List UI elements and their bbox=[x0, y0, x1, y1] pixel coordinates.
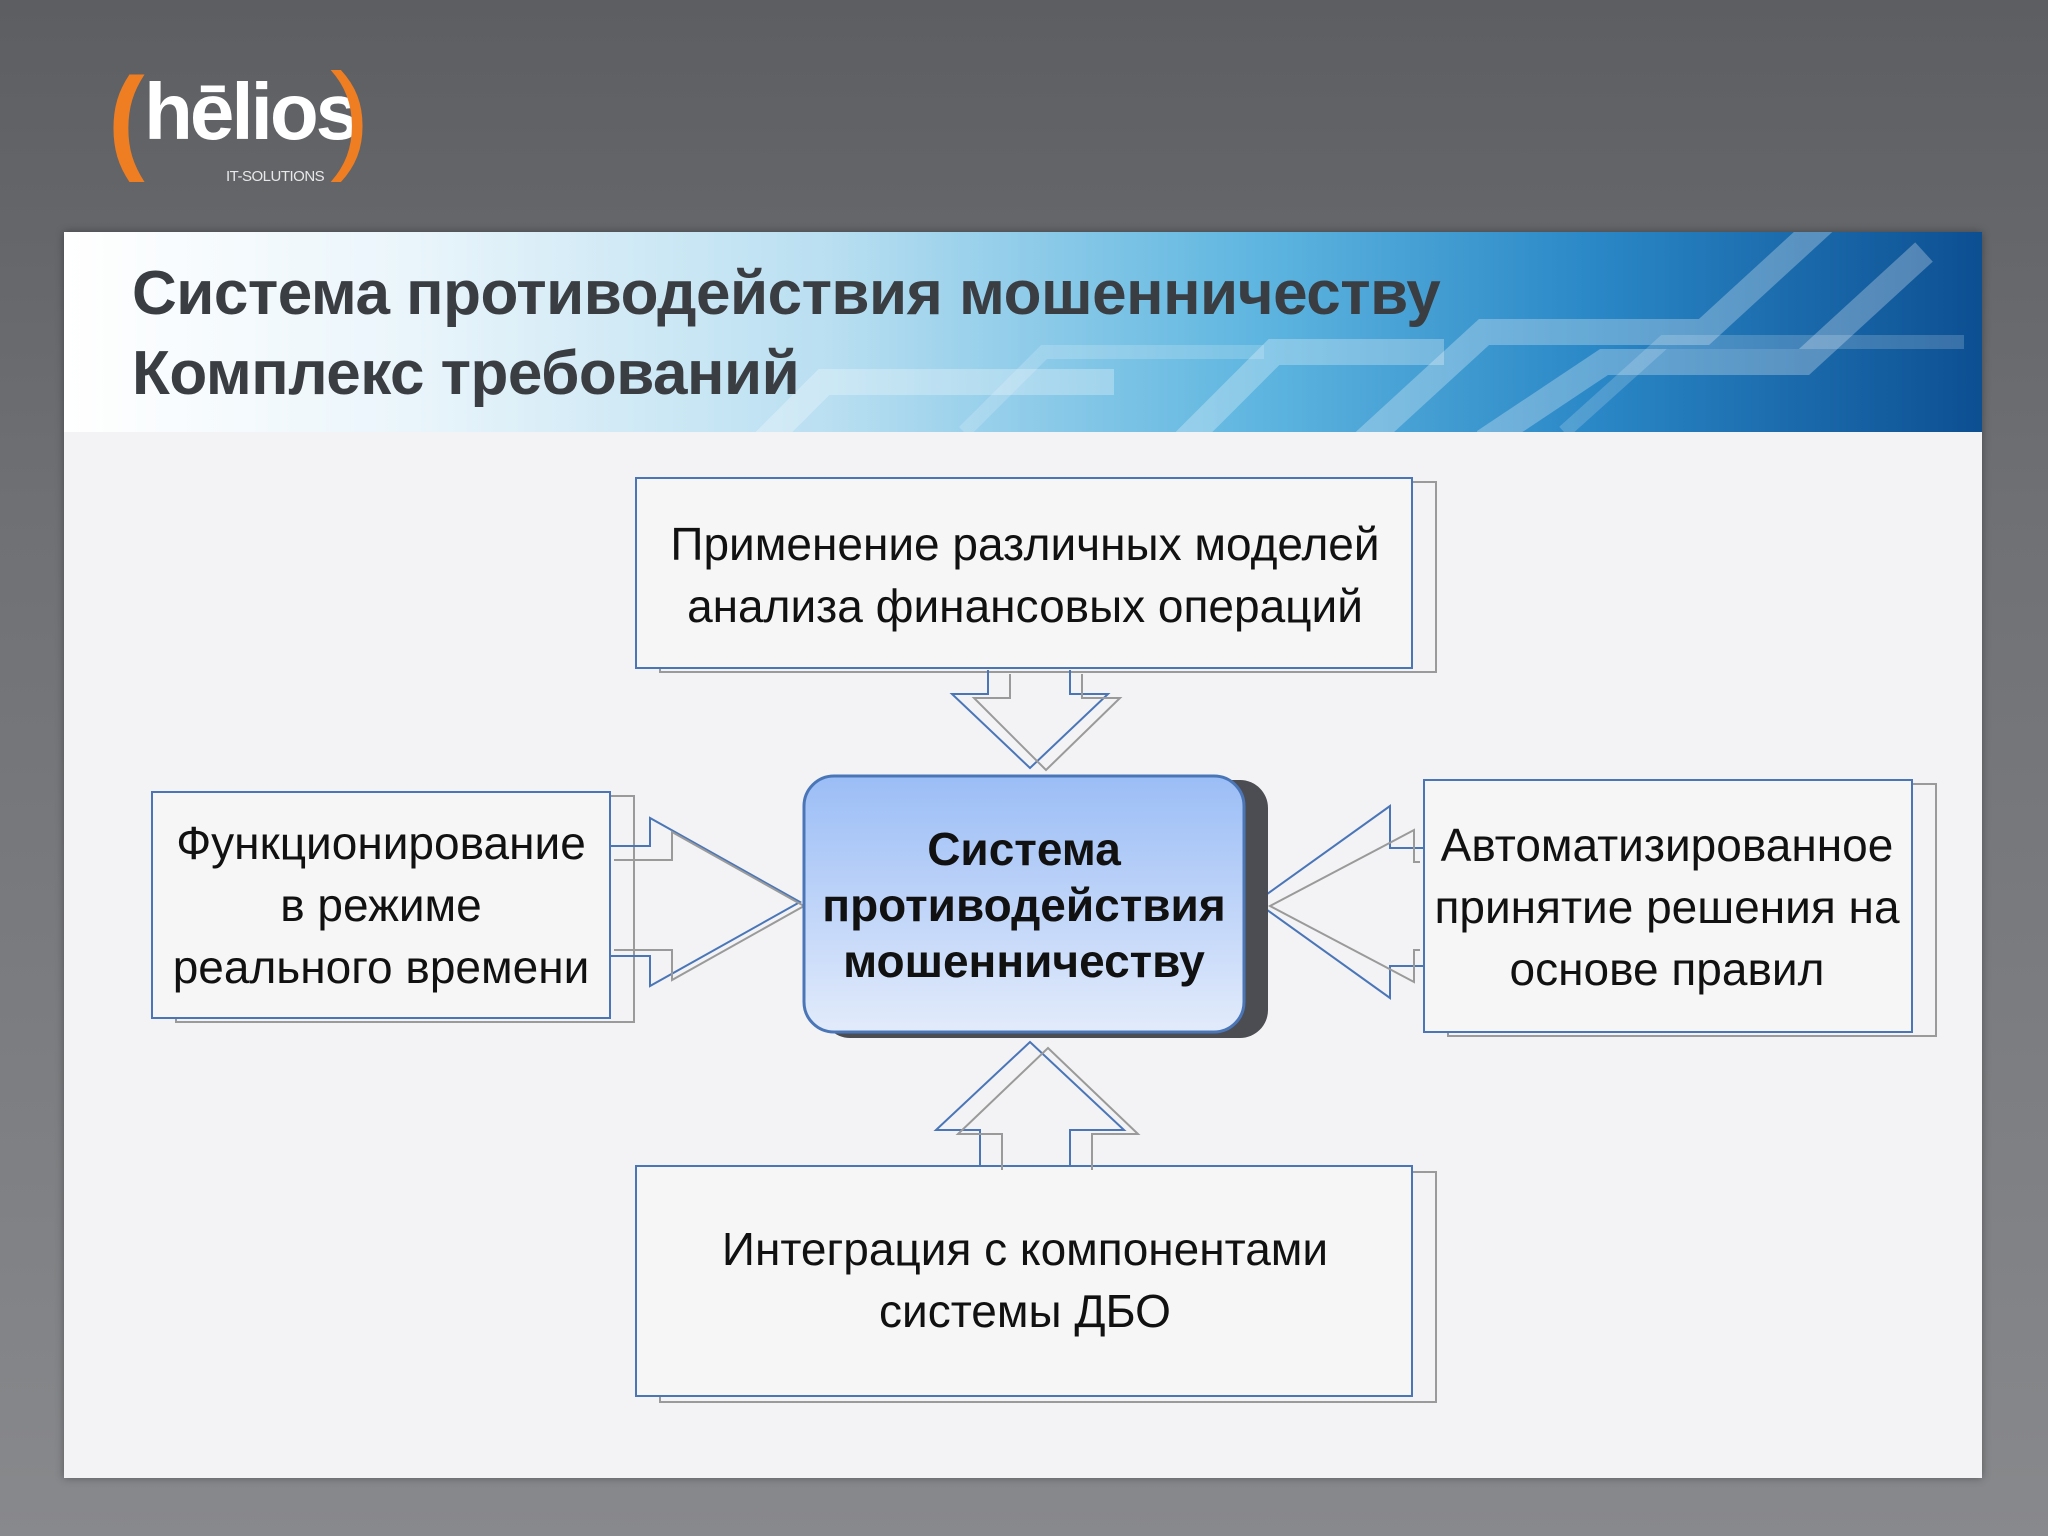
right-requirement-box bbox=[1423, 779, 1937, 1037]
logo-right-bracket: ) bbox=[330, 49, 370, 183]
logo-tagline: IT-SOLUTIONS bbox=[226, 168, 325, 185]
top-arrow bbox=[949, 670, 1123, 772]
slide-title-line-2: Комплекс требований bbox=[132, 339, 800, 408]
center-system-label: Система противодействия мошенничеству bbox=[822, 823, 1226, 987]
left-requirement-box bbox=[151, 791, 635, 1023]
top-requirement-label: Применение различных моделей анализа фин… bbox=[670, 518, 1380, 632]
right-arrow bbox=[1254, 804, 1424, 1000]
helios-logo: ( hēlios IT-SOLUTIONS ) bbox=[108, 49, 370, 196]
logo-wordmark: hēlios bbox=[144, 67, 360, 156]
slide-title: Система противодействия мошенничеству Ко… bbox=[132, 254, 1441, 414]
bottom-requirement-label: Интеграция с компонентами системы ДБО bbox=[721, 1223, 1329, 1337]
slide-title-line-1: Система противодействия мошенничеству bbox=[132, 259, 1441, 328]
bottom-arrow bbox=[933, 1040, 1141, 1170]
left-arrow bbox=[610, 816, 807, 988]
banner-decoration bbox=[755, 232, 1964, 432]
right-requirement-label: Автоматизированное принятие решения на о… bbox=[1434, 819, 1900, 995]
logo-left-bracket: ( bbox=[108, 53, 145, 184]
bottom-requirement-box bbox=[635, 1165, 1437, 1403]
top-requirement-box bbox=[635, 477, 1437, 673]
left-requirement-label: Функционирование в режиме реального врем… bbox=[172, 817, 590, 993]
title-banner: Система противодействия мошенничеству Ко… bbox=[64, 232, 1982, 432]
center-system-box bbox=[802, 774, 1268, 1038]
